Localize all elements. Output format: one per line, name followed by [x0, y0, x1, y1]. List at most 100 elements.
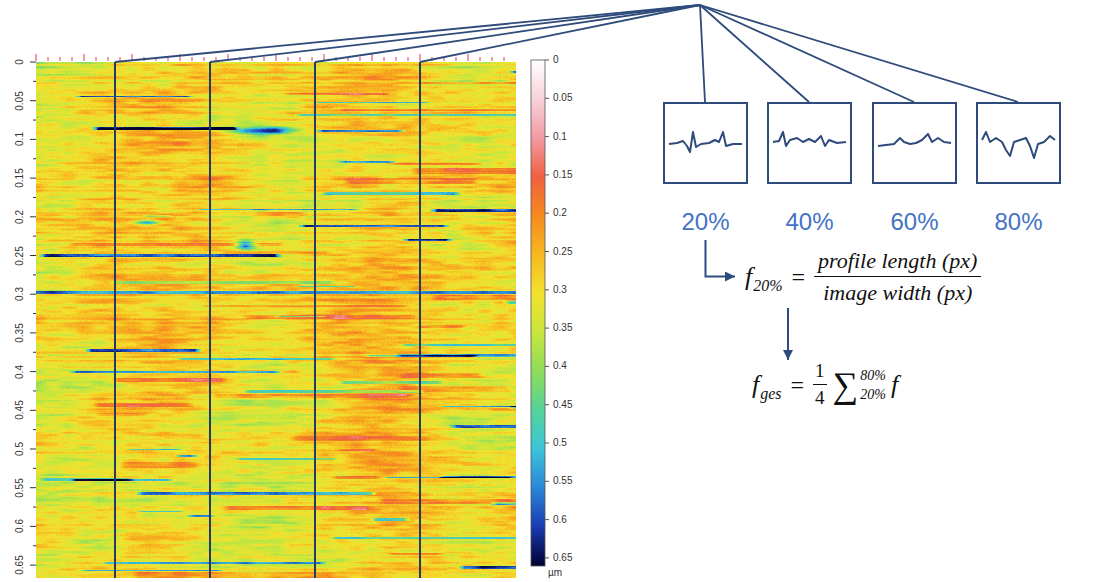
math-symbol: f — [752, 370, 759, 400]
axis-tick — [372, 54, 373, 61]
axis-tick — [456, 57, 457, 61]
math-symbol: f — [891, 370, 898, 400]
axis-tick-label: 0.55 — [14, 478, 26, 497]
sum-sign: ∑ — [833, 365, 859, 405]
denominator: image width (px) — [819, 279, 976, 306]
axis-tick — [33, 313, 36, 314]
subscript: ges — [760, 385, 781, 403]
colorbar-tick — [545, 328, 549, 329]
numerator: 1 — [813, 360, 827, 382]
colorbar-tick — [545, 404, 549, 405]
percent-label: 80% — [994, 208, 1042, 236]
colorbar-tick — [545, 557, 549, 558]
colorbar-tick — [545, 98, 549, 99]
axis-tick — [84, 54, 85, 61]
fan-line — [700, 5, 914, 102]
colorbar-tick-label: 0.25 — [553, 246, 572, 258]
math-symbol: f — [745, 262, 752, 292]
axis-tick-label: 0.45 — [14, 401, 26, 420]
axis-tick-label: 0.4 — [14, 365, 26, 379]
axis-tick — [48, 57, 49, 61]
axis-tick — [30, 62, 36, 63]
colorbar-tick — [545, 519, 549, 520]
colorbar-tick — [545, 366, 549, 367]
axis-tick — [192, 57, 193, 61]
axis-tick — [108, 57, 109, 61]
colorbar-tick-label: 0.45 — [553, 399, 572, 411]
colorbar-tick-label: 0.4 — [553, 360, 567, 372]
axis-tick-label: 0.3 — [14, 287, 26, 301]
colorbar-tick-label: 0.15 — [553, 169, 572, 181]
profile-box: 80% — [976, 102, 1061, 184]
axis-tick — [30, 139, 36, 140]
axis-tick-label: 0.6 — [14, 519, 26, 533]
axis-tick — [360, 57, 361, 61]
fraction: profile length (px) image width (px) — [814, 247, 981, 306]
axis-tick — [33, 507, 36, 508]
axis-tick — [33, 429, 36, 430]
formula: f20%=profile length (px)image width (px) — [735, 247, 981, 306]
axis-tick — [204, 57, 205, 61]
profile-line — [209, 62, 211, 578]
percent-label: 60% — [890, 208, 938, 236]
axis-tick — [30, 216, 36, 217]
numerator: profile length (px) — [814, 247, 981, 274]
axis-tick-label: 0.65 — [14, 555, 26, 574]
axis-tick — [408, 57, 409, 61]
colorbar-tick — [545, 251, 549, 252]
fan-line — [420, 5, 700, 62]
axis-tick-label: 0.35 — [14, 323, 26, 342]
axis-tick — [30, 487, 36, 488]
colorbar-tick-label: 0.3 — [553, 284, 567, 296]
axis-tick — [33, 197, 36, 198]
profile-sketch — [669, 132, 742, 152]
profile-sketches — [669, 132, 1055, 158]
axis-tick — [72, 57, 73, 61]
fan-line — [315, 5, 700, 62]
colorbar-tick — [545, 60, 549, 61]
flow-arrow — [787, 308, 789, 360]
height-map — [36, 62, 516, 578]
axis-tick — [33, 236, 36, 237]
axis-tick — [33, 545, 36, 546]
axis-tick-label: 0.5 — [14, 442, 26, 456]
axis-tick — [312, 57, 313, 61]
colorbar-tick-label: 0.05 — [553, 92, 572, 104]
equals-sign: = — [791, 371, 805, 399]
axis-tick — [33, 468, 36, 469]
percent-label: 20% — [681, 208, 729, 236]
lower-limit: 20% — [860, 385, 886, 404]
sum-limits: 80%20% — [860, 366, 886, 404]
axis-tick — [30, 410, 36, 411]
axis-tick — [480, 57, 481, 61]
colorbar-tick — [545, 213, 549, 214]
axis-ticks — [30, 54, 504, 565]
colorbar-tick — [545, 136, 549, 137]
axis-tick — [96, 57, 97, 61]
axis-tick — [60, 57, 61, 61]
equals-sign: = — [792, 263, 806, 291]
colorbar-tick-label: 0.35 — [553, 322, 572, 334]
axis-tick — [468, 54, 469, 61]
profile-box: 60% — [872, 102, 957, 184]
profile-line — [419, 62, 421, 578]
axis-tick-label: 0.15 — [14, 168, 26, 187]
fraction-bar — [813, 384, 827, 385]
axis-tick — [288, 57, 289, 61]
profile-line — [114, 62, 116, 578]
colorbar-tick-label: 0.65 — [553, 552, 572, 564]
profile-sketch — [982, 132, 1055, 158]
formula: fges=14∑80%20%f — [752, 360, 898, 409]
colorbar — [531, 60, 545, 566]
fraction: 14 — [813, 360, 827, 409]
denominator: 4 — [813, 387, 827, 409]
axis-tick — [30, 332, 36, 333]
axis-tick — [420, 54, 421, 61]
axis-tick-label: 0 — [14, 59, 26, 65]
axis-tick — [33, 158, 36, 159]
fan-line — [700, 5, 809, 102]
axis-tick-label: 0.25 — [14, 246, 26, 265]
colorbar-tick-label: 0 — [553, 54, 559, 66]
colorbar-tick-label: 0.1 — [553, 131, 567, 143]
profile-box: 40% — [767, 102, 852, 184]
